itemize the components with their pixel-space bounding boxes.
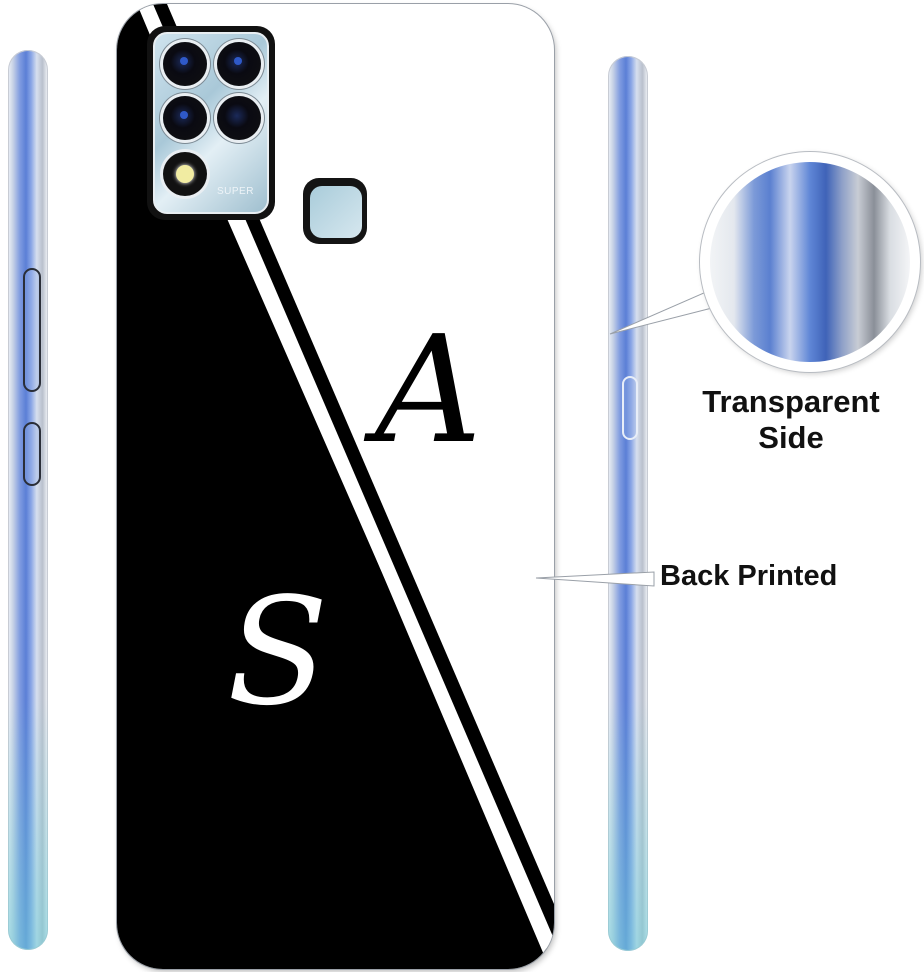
label-line-1: Transparent xyxy=(702,384,880,419)
diagonal-split-artwork xyxy=(117,4,554,969)
transparent-side-label: Transparent Side xyxy=(686,384,896,456)
camera-lens-icon xyxy=(163,96,207,140)
camera-module: SUPER xyxy=(147,26,275,220)
label-line-2: Side xyxy=(758,420,824,455)
volume-button-outline xyxy=(23,268,41,392)
power-button-outline xyxy=(23,422,41,486)
camera-lens-icon xyxy=(217,96,261,140)
monogram-letter-s: S xyxy=(227,566,329,738)
side-button-outline xyxy=(622,376,638,440)
camera-lens-icon xyxy=(217,42,261,86)
right-side-view xyxy=(608,56,648,951)
monogram-letter-a: A xyxy=(375,304,482,476)
flash-icon xyxy=(163,152,207,196)
magnified-side-detail xyxy=(700,152,920,372)
camera-lens-icon xyxy=(163,42,207,86)
camera-brand-text: SUPER xyxy=(217,186,254,197)
back-printed-label: Back Printed xyxy=(660,560,838,592)
fingerprint-sensor-cutout xyxy=(303,178,367,244)
phone-case-back: SUPER A S xyxy=(117,4,554,969)
left-side-view xyxy=(8,50,48,950)
